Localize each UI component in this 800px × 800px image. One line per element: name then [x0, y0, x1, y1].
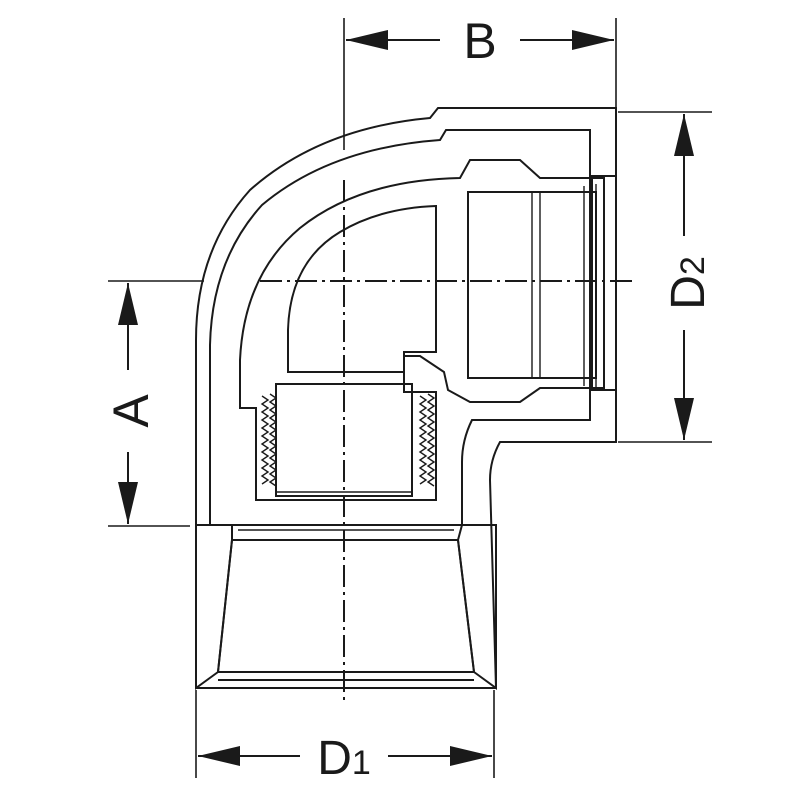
dimension-d1-label: D1	[317, 732, 371, 785]
metal-insert	[239, 159, 605, 501]
inner-layer	[209, 129, 591, 526]
dimension-b: B	[343, 13, 617, 150]
bottom-thread-teeth	[260, 393, 436, 487]
dimension-d1: D1	[195, 690, 495, 785]
dimension-d2: D2	[618, 111, 715, 443]
dimension-a: A	[103, 280, 204, 527]
fitting-body	[195, 107, 617, 690]
bottom-socket-wall-right	[456, 524, 497, 690]
right-socket-ring	[591, 175, 617, 391]
bottom-socket-bore	[216, 539, 476, 673]
inner-bore	[287, 204, 437, 373]
dimension-d2-label: D2	[662, 256, 715, 310]
dimension-a-label: A	[103, 394, 159, 428]
outer-shell	[195, 107, 617, 689]
insert-body	[239, 159, 605, 501]
center-lines	[260, 180, 636, 700]
dimension-b-label: B	[463, 13, 496, 69]
bottom-socket-wall-left	[195, 524, 233, 690]
